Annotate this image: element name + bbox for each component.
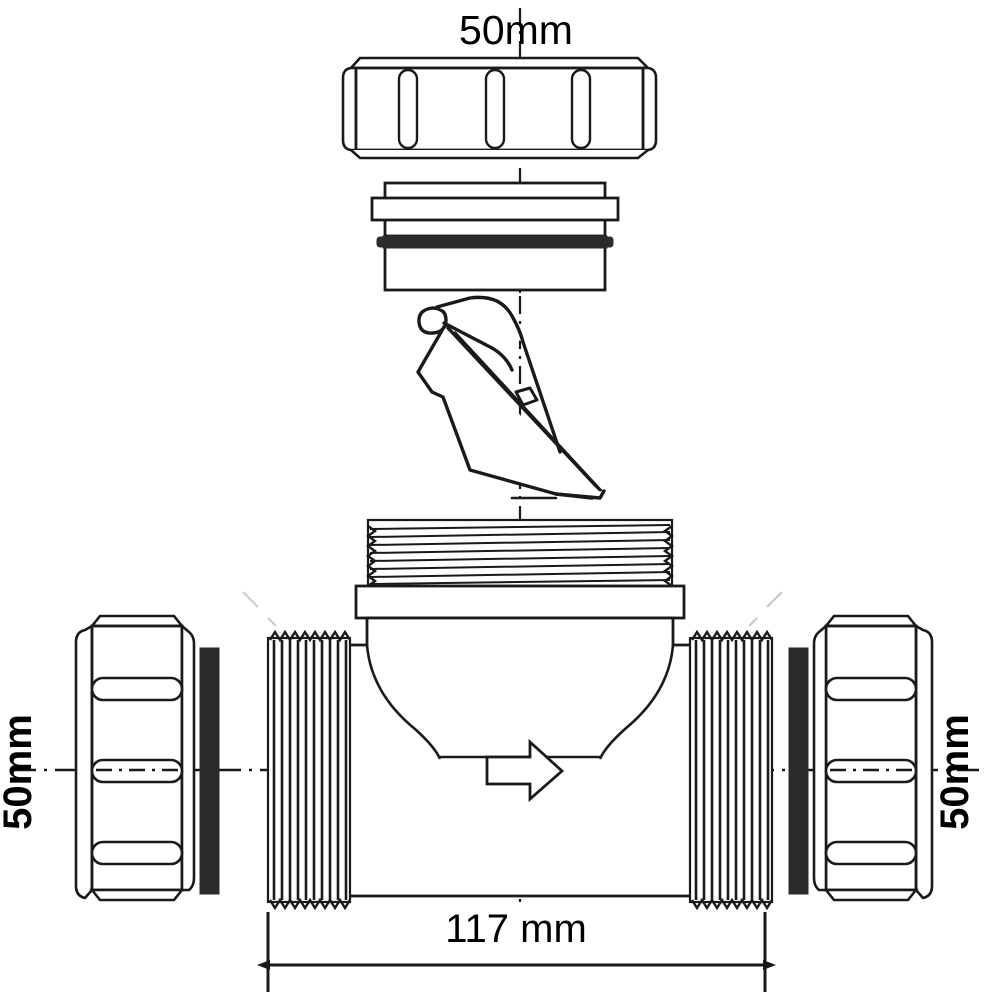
overall-length-dimension <box>257 912 776 992</box>
flow-direction-arrow <box>485 738 565 803</box>
top-access-cap <box>341 56 658 160</box>
bottom-dimension-label: 117 mm <box>445 907 587 951</box>
hinged-flap-valve <box>416 295 606 500</box>
right-body-thread <box>688 629 774 911</box>
right-nut-grip-slots <box>824 676 918 866</box>
body-top-thread <box>365 518 675 592</box>
collar-o-ring-seal <box>376 235 614 249</box>
left-washer-seal <box>199 647 220 895</box>
left-body-thread <box>266 629 352 911</box>
left-dimension-label: 50mm <box>0 714 40 830</box>
left-union-nut <box>74 614 196 902</box>
valve-body <box>281 584 759 898</box>
left-nut-grip-slots <box>90 676 184 866</box>
extension-tick-marks <box>242 591 783 627</box>
top-dimension-label: 50mm <box>459 7 573 53</box>
right-union-nut <box>812 614 934 902</box>
cap-grip-ribs <box>397 68 592 150</box>
right-dimension-label: 50mm <box>933 714 977 830</box>
cap-insert-collar <box>370 181 620 292</box>
right-washer-seal <box>788 647 809 895</box>
